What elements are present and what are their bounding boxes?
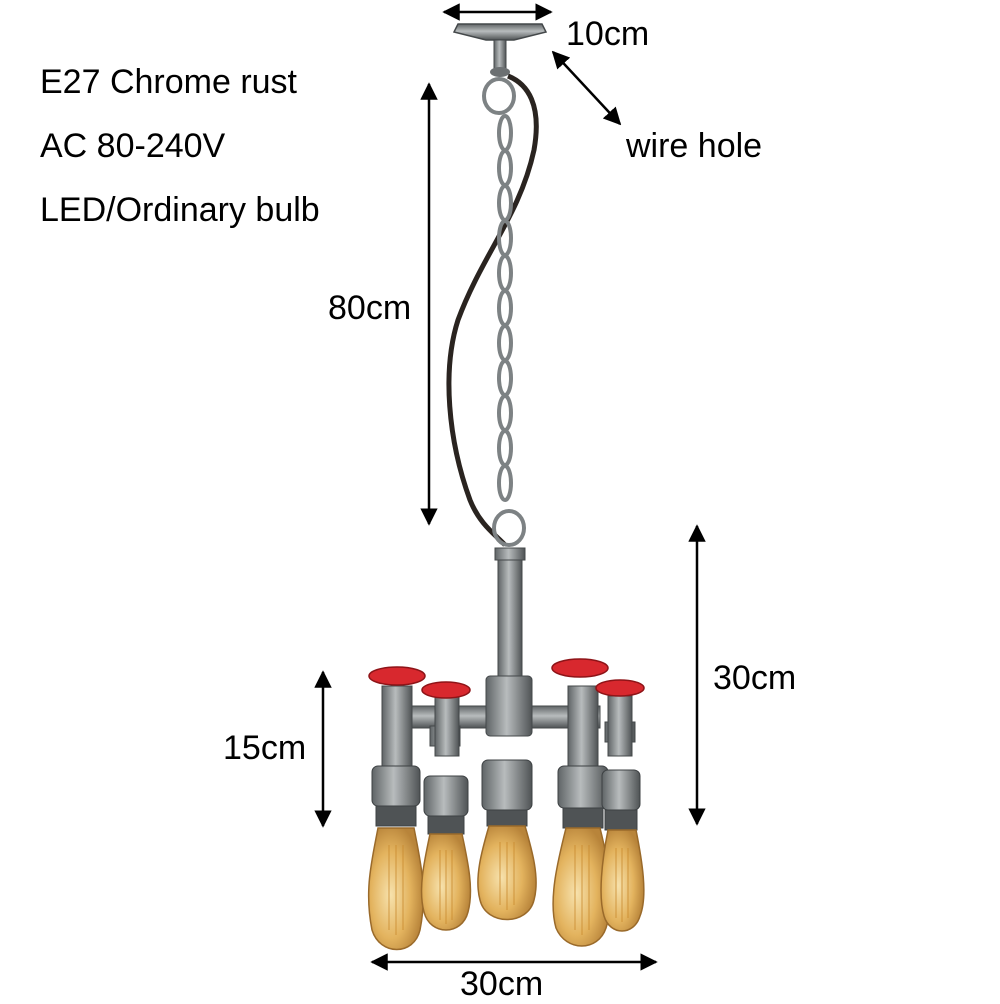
power-cord (446, 73, 539, 547)
ceiling-canopy (452, 23, 548, 77)
bulb-sockets (371, 759, 641, 835)
wire-hole-arrow (551, 50, 622, 126)
dimension-arrows (314, 3, 706, 971)
valve-handles (368, 658, 645, 699)
body-width-label: 30cm (460, 965, 544, 1003)
canopy-width-label: 10cm (566, 15, 650, 53)
spec-bulb: LED/Ordinary bulb (40, 191, 320, 229)
spec-voltage: AC 80-240V (40, 127, 226, 165)
edison-bulbs (367, 825, 645, 951)
spec-socket: E27 Chrome rust (40, 63, 297, 101)
chain (482, 77, 526, 547)
central-pipe (494, 547, 526, 681)
wire-hole-label: wire hole (626, 127, 763, 165)
bulb-filaments (388, 842, 629, 935)
body-height-label: 30cm (713, 659, 797, 697)
arm-height-label: 15cm (223, 729, 307, 767)
valve-pipes (381, 685, 633, 769)
chain-length-label: 80cm (328, 289, 412, 327)
